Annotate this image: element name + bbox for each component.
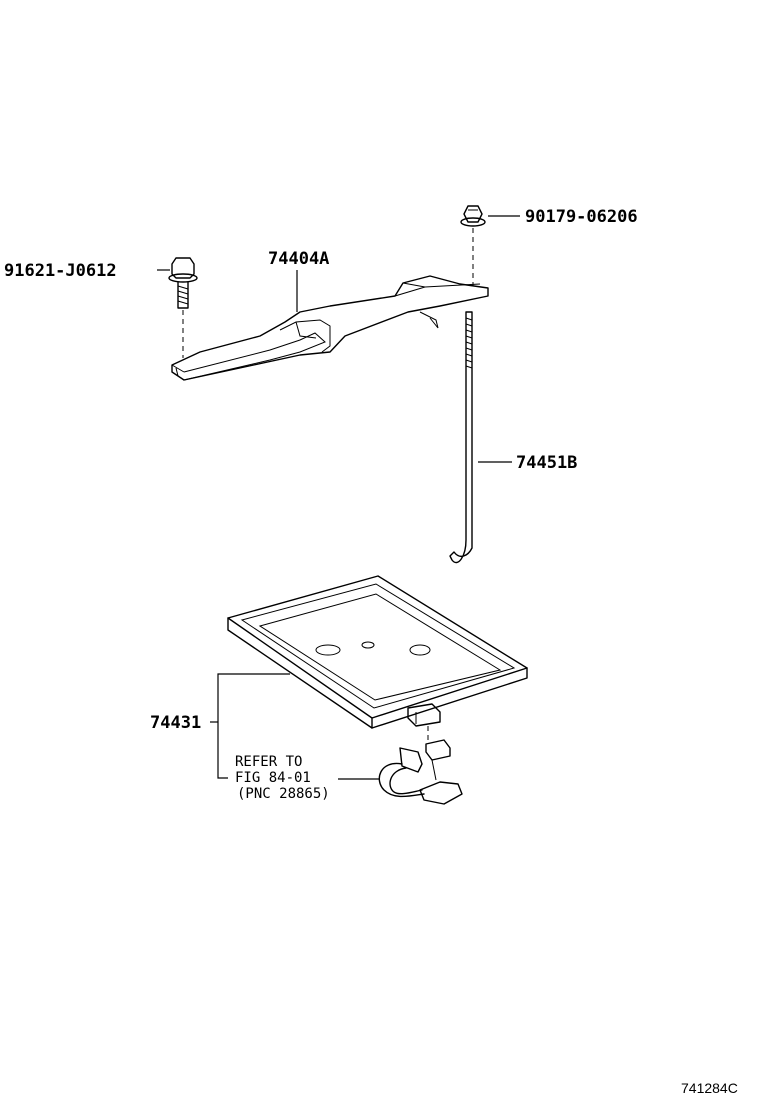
tray-part-number: 74431 [150,713,201,733]
clamp-part-number: 74404A [268,249,329,269]
tray-bracket [217,673,290,779]
reference-line-2: FIG 84-01 [235,770,311,786]
nut-part-number: 90179-06206 [525,207,638,227]
clamp-rod [449,311,473,564]
sensor-harness [378,739,463,805]
hex-bolt [168,257,198,309]
battery-tray [227,575,528,729]
bolt-part-number: 91621-J0612 [4,261,117,281]
rod-part-number: 74451B [516,453,577,473]
flange-nut [460,205,486,227]
figure-id: 741284C [681,1080,738,1096]
reference-line-3: (PNC 28865) [237,786,330,802]
reference-note: REFER TO FIG 84-01 (PNC 28865) [235,754,330,802]
battery-clamp [171,275,489,381]
reference-line-1: REFER TO [235,754,302,770]
tray-connector [407,703,441,727]
